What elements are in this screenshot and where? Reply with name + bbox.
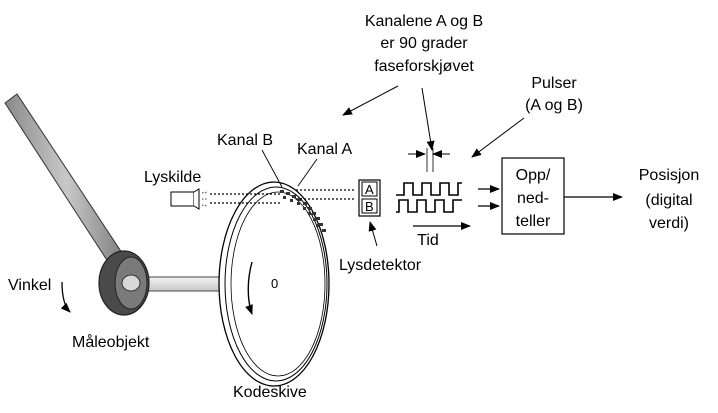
waveform-channel-a — [396, 182, 462, 196]
light-source — [170, 188, 208, 210]
phase-note-arrow-down — [421, 87, 435, 151]
phase-shift-marker — [408, 148, 450, 172]
angle-rotation-arrow — [60, 281, 71, 313]
phase-note-line3: faseforskjøvet — [374, 58, 474, 75]
detector-a-label: A — [365, 182, 374, 197]
up-down-counter: Opp/ ned- teller — [501, 157, 565, 235]
light-beams — [210, 189, 355, 204]
time-label: Tid — [417, 232, 439, 249]
counter-label-line2: ned- — [517, 190, 549, 207]
pulses-label-line1: Pulser — [531, 75, 577, 92]
channel-b-label: Kanal B — [217, 132, 273, 149]
light-source-label: Lyskilde — [144, 169, 201, 186]
code-disk — [218, 181, 330, 387]
channel-a-label: Kanal A — [297, 141, 352, 158]
disk-rotation-arrow — [245, 261, 253, 315]
light-detector-label: Lysdetektor — [339, 257, 422, 274]
counter-label-line3: teller — [516, 213, 551, 230]
phase-note-line2: er 90 grader — [380, 35, 468, 52]
phase-note-arrow-left — [342, 85, 399, 116]
lever-arm — [4, 93, 129, 272]
waveform-channel-b — [396, 199, 462, 213]
phase-note-line1: Kanalene A og B — [365, 13, 483, 30]
code-disk-label: Kodeskive — [233, 384, 307, 401]
position-label-line3: verdi) — [649, 215, 689, 232]
hub — [98, 250, 150, 316]
position-label-line2: (digital — [645, 192, 692, 209]
measured-object-label: Måleobjekt — [72, 333, 150, 351]
angle-label: Vinkel — [8, 277, 51, 294]
channel-a-pointer — [297, 158, 318, 187]
detector-b-label: B — [365, 199, 374, 214]
code-track-marks — [280, 190, 326, 232]
pulse-waveforms — [396, 182, 462, 213]
light-detector: A B — [358, 179, 381, 217]
disk-center-label: 0 — [271, 276, 278, 291]
position-label-line1: Posisjon — [639, 167, 699, 184]
pulses-label-line2: (A og B) — [525, 97, 583, 114]
detector-pointer-arrow — [368, 221, 378, 247]
channel-b-pointer — [261, 149, 283, 188]
counter-label-line1: Opp/ — [516, 167, 551, 184]
pulses-pointer-arrow — [471, 117, 525, 158]
